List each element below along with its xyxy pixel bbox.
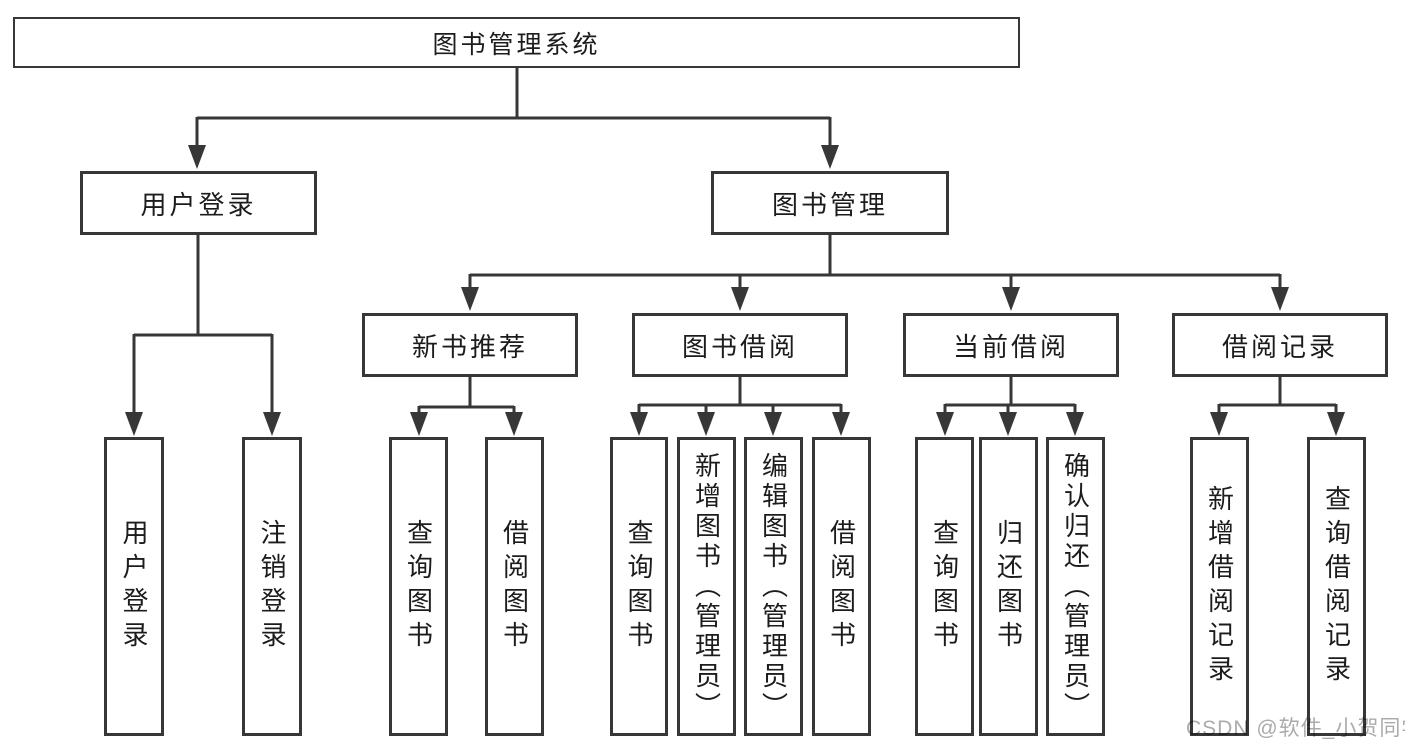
leaf-edit-books-admin-label: 编辑图书（管理员） bbox=[758, 451, 789, 722]
leaf-query-books-current: 查询图书 bbox=[915, 437, 974, 736]
leaf-logout: 注销登录 bbox=[242, 437, 302, 736]
node-current-borrow-label: 当前借阅 bbox=[952, 331, 1069, 362]
leaf-logout-label: 注销登录 bbox=[257, 518, 287, 655]
node-book-borrow: 图书借阅 bbox=[632, 313, 848, 377]
leaf-query-books-current-label: 查询图书 bbox=[929, 518, 960, 655]
node-user-login: 用户登录 bbox=[80, 171, 317, 235]
node-borrow-records-label: 借阅记录 bbox=[1221, 331, 1338, 362]
leaf-query-borrow-record: 查询借阅记录 bbox=[1307, 437, 1366, 736]
leaf-add-borrow-record: 新增借阅记录 bbox=[1190, 437, 1249, 736]
leaf-user-login-label: 用户登录 bbox=[119, 518, 149, 655]
leaf-borrow-books-newbooks-label: 借阅图书 bbox=[499, 518, 530, 655]
leaf-edit-books-admin: 编辑图书（管理员） bbox=[744, 437, 803, 736]
node-new-book-recommend-label: 新书推荐 bbox=[411, 331, 528, 362]
leaf-return-books: 归还图书 bbox=[979, 437, 1038, 736]
leaf-user-login: 用户登录 bbox=[104, 437, 164, 736]
node-library-management-system: 图书管理系统 bbox=[13, 17, 1020, 68]
leaf-query-books-newbooks: 查询图书 bbox=[389, 437, 448, 736]
leaf-borrow-books-newbooks: 借阅图书 bbox=[485, 437, 544, 736]
leaf-query-borrow-record-label: 查询借阅记录 bbox=[1321, 484, 1352, 689]
leaf-add-books-admin: 新增图书（管理员） bbox=[677, 437, 736, 736]
watermark: CSDN @软件_小贺同学 bbox=[1186, 717, 1405, 740]
leaf-add-borrow-record-label: 新增借阅记录 bbox=[1204, 484, 1235, 689]
leaf-borrow-books: 借阅图书 bbox=[812, 437, 871, 736]
node-library-management-system-label: 图书管理系统 bbox=[432, 30, 601, 59]
leaf-confirm-return-admin: 确认归还（管理员） bbox=[1046, 437, 1105, 736]
node-book-management: 图书管理 bbox=[711, 171, 949, 235]
leaf-return-books-label: 归还图书 bbox=[993, 518, 1024, 655]
leaf-query-books-newbooks-label: 查询图书 bbox=[403, 518, 434, 655]
node-book-management-label: 图书管理 bbox=[771, 189, 888, 220]
node-book-borrow-label: 图书借阅 bbox=[681, 331, 798, 362]
node-current-borrow: 当前借阅 bbox=[903, 313, 1119, 377]
leaf-add-books-admin-label: 新增图书（管理员） bbox=[691, 451, 722, 722]
node-new-book-recommend: 新书推荐 bbox=[362, 313, 578, 377]
leaf-query-books-borrow-label: 查询图书 bbox=[624, 518, 654, 655]
leaf-query-books-borrow: 查询图书 bbox=[610, 437, 668, 736]
node-user-login-label: 用户登录 bbox=[140, 189, 257, 220]
arrowheads bbox=[125, 145, 1345, 436]
node-borrow-records: 借阅记录 bbox=[1172, 313, 1388, 377]
leaf-confirm-return-admin-label: 确认归还（管理员） bbox=[1060, 451, 1091, 722]
leaf-borrow-books-label: 借阅图书 bbox=[826, 518, 857, 655]
